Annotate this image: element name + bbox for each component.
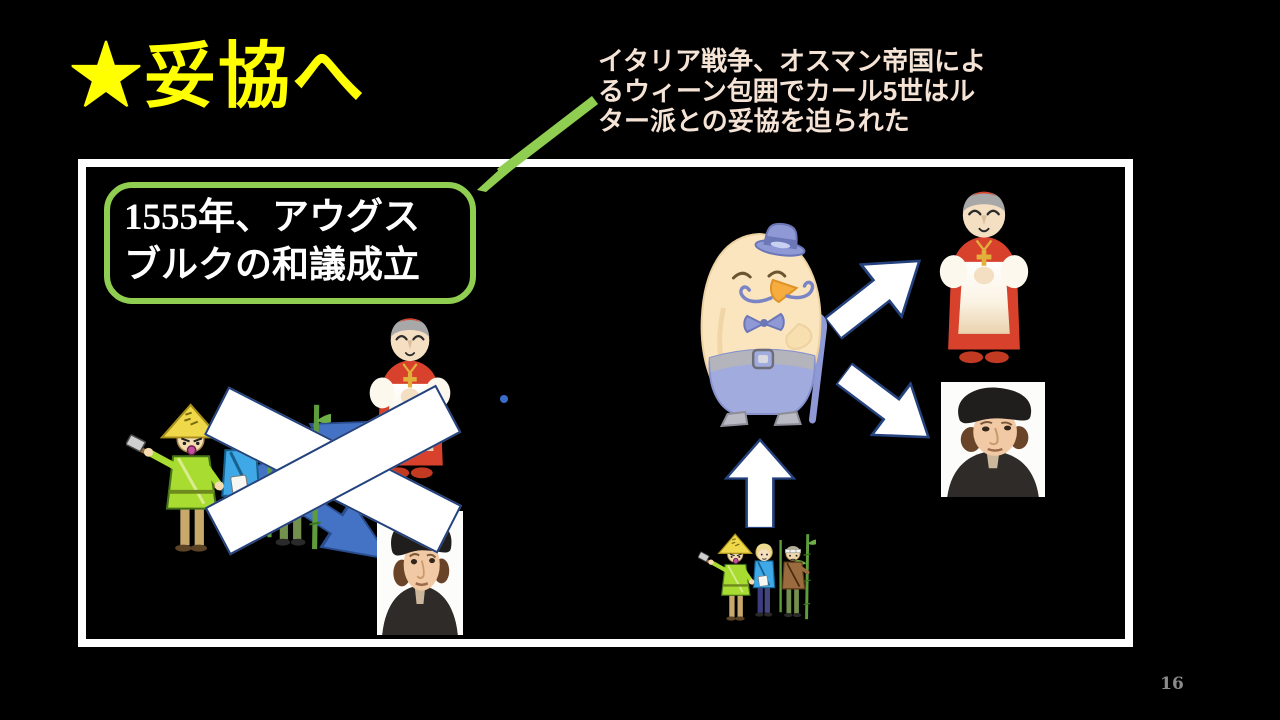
- annotation-line-2: るウィーン包囲でカール5世はル: [598, 76, 976, 106]
- annotation-line-1: イタリア戦争、オスマン帝国によ: [598, 46, 987, 76]
- callout-line-2: ブルクの和議成立: [124, 245, 420, 286]
- gentleman-bird-illustration: [688, 218, 846, 428]
- page-number: 16: [1160, 674, 1184, 694]
- small-blue-dot: [500, 395, 508, 403]
- annotation-text-block: イタリア戦争、オスマン帝国によ るウィーン包囲でカール5世はル ター派との妥協を…: [598, 46, 1038, 136]
- annotation-line-3: ター派との妥協を迫られた: [598, 106, 910, 136]
- diagram-frame-border: [78, 159, 1133, 647]
- slide-title: ★妥協へ: [70, 37, 367, 117]
- green-callout-arrow-icon: [477, 96, 599, 192]
- up-block-arrow-icon: [724, 438, 796, 528]
- luther-portrait-right: [941, 382, 1045, 497]
- cardinal-right-illustration: [938, 186, 1030, 366]
- callout-line-1: 1555年、アウグス: [124, 197, 420, 238]
- peasant-group-bottom-illustration: [698, 526, 816, 625]
- callout-box-augsburg: 1555年、アウグス ブルクの和議成立: [104, 182, 476, 304]
